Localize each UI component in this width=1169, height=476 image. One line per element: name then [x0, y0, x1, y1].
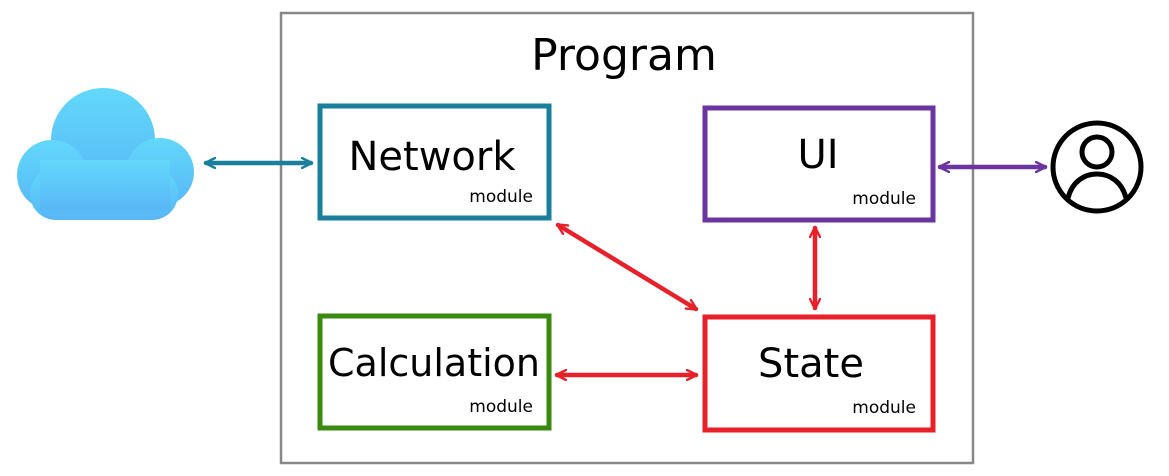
user-icon [1050, 120, 1144, 214]
network-module-box [317, 103, 552, 221]
calculation-module-title: Calculation [328, 341, 540, 385]
ui-module-label: module [852, 189, 916, 209]
calculation-module: Calculation module [317, 313, 552, 431]
state-module: State module [702, 314, 936, 433]
cloud-icon [17, 88, 194, 220]
network-module: Network module [317, 103, 552, 221]
ui-module: UI module [702, 105, 936, 223]
arrow-network-state [555, 222, 699, 312]
calculation-module-box [317, 313, 552, 431]
state-module-title: State [758, 341, 864, 387]
ui-module-title: UI [797, 132, 838, 178]
state-module-label: module [852, 398, 916, 418]
program-title: Program [531, 30, 717, 81]
ui-module-box [702, 105, 936, 223]
calculation-module-label: module [469, 397, 533, 417]
state-module-box [702, 314, 936, 433]
network-module-label: module [469, 187, 533, 207]
network-module-title: Network [348, 134, 516, 180]
